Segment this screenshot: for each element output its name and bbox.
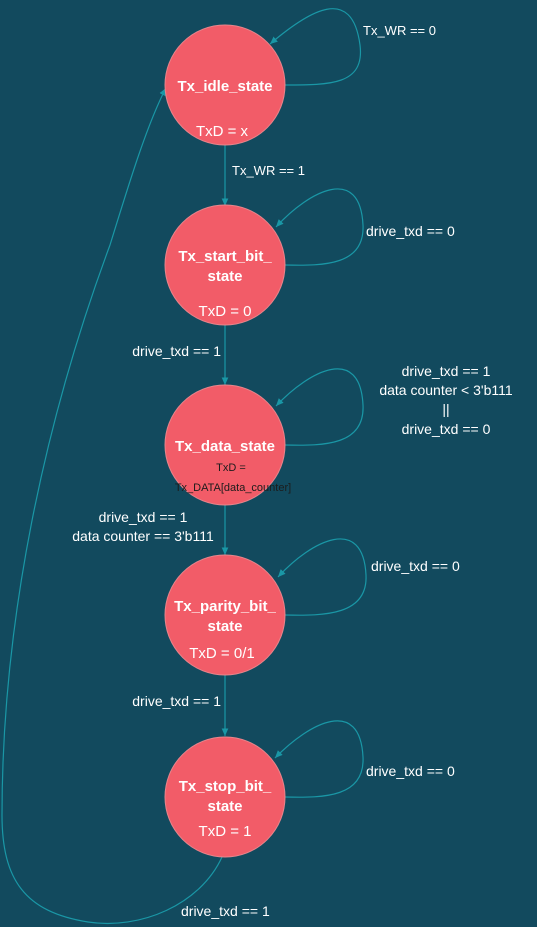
label-data-to-parity-line-1: drive_txd == 1 xyxy=(99,509,188,525)
label-parity-self: drive_txd == 0 xyxy=(371,558,460,574)
label-data-to-parity-line-2: data counter == 3'b111 xyxy=(72,528,214,544)
transition-edges xyxy=(1,8,367,925)
state-name-line-2: state xyxy=(207,268,242,285)
state-circle xyxy=(164,204,286,326)
state-tx-data: Tx_data_state TxD = Tx_DATA[data_counter… xyxy=(164,384,291,506)
state-output: TxD = 0 xyxy=(199,303,252,320)
state-tx-idle: Tx_idle_state TxD = x xyxy=(164,24,286,146)
state-tx-parity-bit: Tx_parity_bit_ state TxD = 0/1 xyxy=(164,554,286,676)
label-stop-self: drive_txd == 0 xyxy=(366,763,455,779)
state-tx-stop-bit: Tx_stop_bit_ state TxD = 1 xyxy=(164,736,286,858)
edge-parity-self xyxy=(277,538,367,616)
state-output-line-2: Tx_DATA[data_counter] xyxy=(175,482,291,494)
edge-idle-self xyxy=(269,8,361,86)
edge-stop-to-idle xyxy=(1,87,223,925)
state-name: Tx_idle_state xyxy=(177,78,272,95)
state-circle xyxy=(164,384,286,506)
label-start-self: drive_txd == 0 xyxy=(366,223,455,239)
label-data-self-line-1: drive_txd == 1 xyxy=(402,363,491,379)
state-output: TxD = 1 xyxy=(199,823,252,840)
state-circle xyxy=(164,554,286,676)
state-name: Tx_data_state xyxy=(175,438,275,455)
label-data-self-line-4: drive_txd == 0 xyxy=(402,421,491,437)
state-output: TxD = 0/1 xyxy=(189,645,254,662)
edge-data-self xyxy=(275,368,364,446)
state-name-line-2: state xyxy=(207,618,242,635)
state-circle xyxy=(164,24,286,146)
label-parity-to-stop: drive_txd == 1 xyxy=(132,693,221,709)
state-output: TxD = x xyxy=(196,123,249,140)
label-idle-to-start: Tx_WR == 1 xyxy=(232,163,305,178)
transition-labels: Tx_WR == 0 Tx_WR == 1 drive_txd == 0 dri… xyxy=(72,23,513,919)
state-output-line-1: TxD = xyxy=(216,462,246,474)
label-start-to-data: drive_txd == 1 xyxy=(132,343,221,359)
state-tx-start-bit: Tx_start_bit_ state TxD = 0 xyxy=(164,204,286,326)
state-name-line-1: Tx_start_bit_ xyxy=(178,248,272,265)
state-name-line-2: state xyxy=(207,798,242,815)
edge-stop-self xyxy=(274,720,364,798)
label-data-self-line-3: || xyxy=(442,401,449,417)
state-circle xyxy=(164,736,286,858)
state-name-line-1: Tx_stop_bit_ xyxy=(179,778,272,795)
label-idle-self: Tx_WR == 0 xyxy=(363,23,436,38)
state-name-line-1: Tx_parity_bit_ xyxy=(174,598,276,615)
label-data-self-line-2: data counter < 3'b111 xyxy=(379,382,513,398)
edge-start-self xyxy=(275,188,364,266)
label-stop-to-idle: drive_txd == 1 xyxy=(181,903,270,919)
